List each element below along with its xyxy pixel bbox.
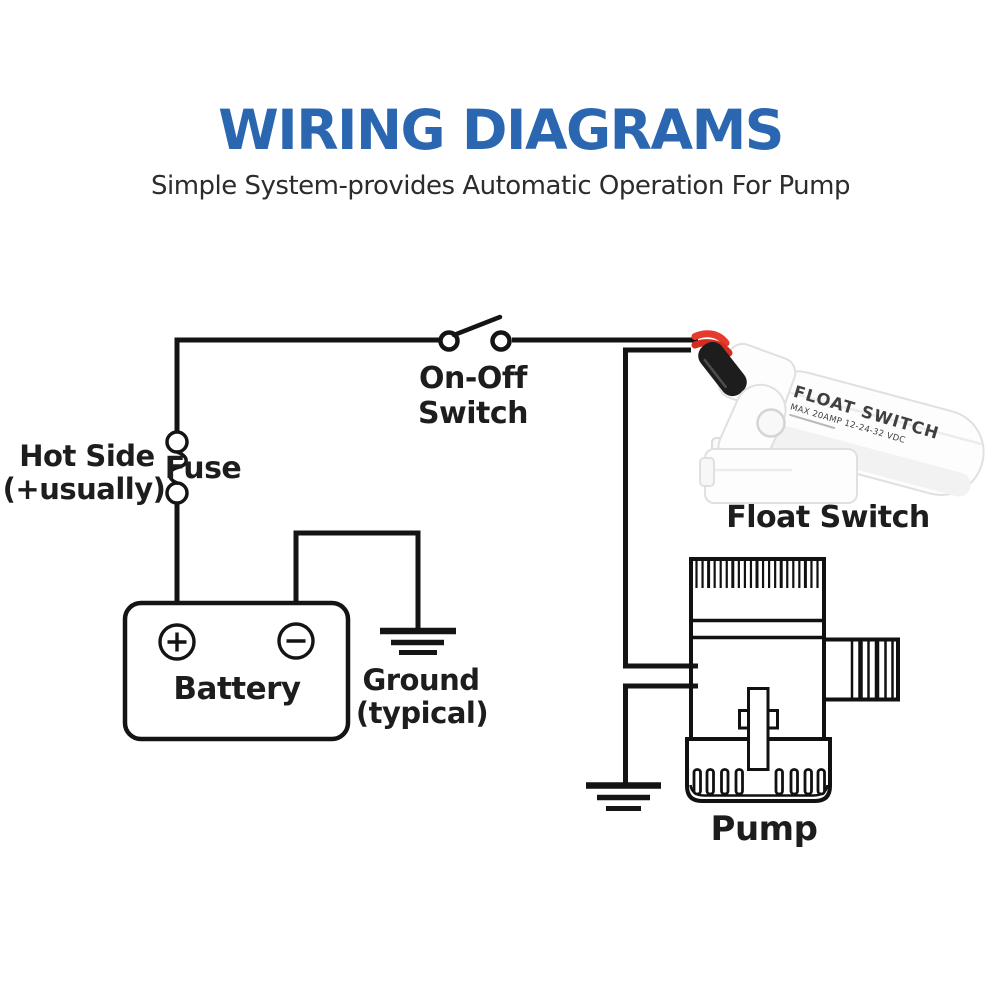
ground-icon-pump bbox=[586, 782, 661, 811]
label-hot-side-line1: Hot Side bbox=[19, 439, 154, 473]
wire-pump-to-ground bbox=[623, 683, 698, 783]
battery-icon bbox=[122, 600, 351, 742]
switch-lever bbox=[451, 314, 503, 338]
label-on-off-line1: On-Off bbox=[419, 361, 528, 396]
label-on-off-line2: Switch bbox=[418, 396, 528, 431]
pump-outlet-stripes bbox=[850, 641, 894, 698]
battery-negative-terminal bbox=[277, 622, 315, 660]
label-ground-line2: (typical) bbox=[356, 696, 488, 730]
float-switch-bracket bbox=[699, 448, 858, 504]
on-off-switch-icon bbox=[438, 314, 512, 352]
cable-boot bbox=[698, 341, 747, 397]
ground-icon-battery bbox=[380, 627, 456, 655]
pump-base-slots bbox=[692, 768, 826, 796]
pump-outlet-port bbox=[824, 637, 900, 702]
float-switch-image: FLOAT SWITCH MAX 20AMP 12-24-32 VDC bbox=[691, 330, 985, 504]
label-pump: Pump bbox=[711, 809, 818, 849]
pump-strainer-hatching bbox=[695, 561, 819, 588]
label-float-switch: Float Switch bbox=[726, 500, 930, 535]
fuse-icon bbox=[165, 430, 189, 505]
float-switch-print-fine-line bbox=[789, 413, 836, 430]
page-title: WIRING DIAGRAMS bbox=[218, 98, 784, 162]
wire-negative-to-ground bbox=[293, 530, 421, 628]
circuit-wires bbox=[174, 337, 698, 783]
page-subtitle: Simple System-provides Automatic Operati… bbox=[150, 171, 851, 201]
battery-positive-terminal bbox=[158, 623, 196, 661]
float-switch-hinge bbox=[756, 408, 786, 438]
pump-icon bbox=[685, 557, 900, 803]
label-hot-side-line2: (+usually) bbox=[3, 472, 166, 506]
wire-float-to-pump bbox=[623, 347, 698, 669]
pump-bracket-stem bbox=[747, 687, 770, 771]
label-battery: Battery bbox=[173, 671, 300, 707]
label-fuse: Fuse bbox=[165, 451, 242, 486]
float-switch-body bbox=[754, 370, 985, 497]
label-ground-line1: Ground bbox=[362, 663, 479, 697]
